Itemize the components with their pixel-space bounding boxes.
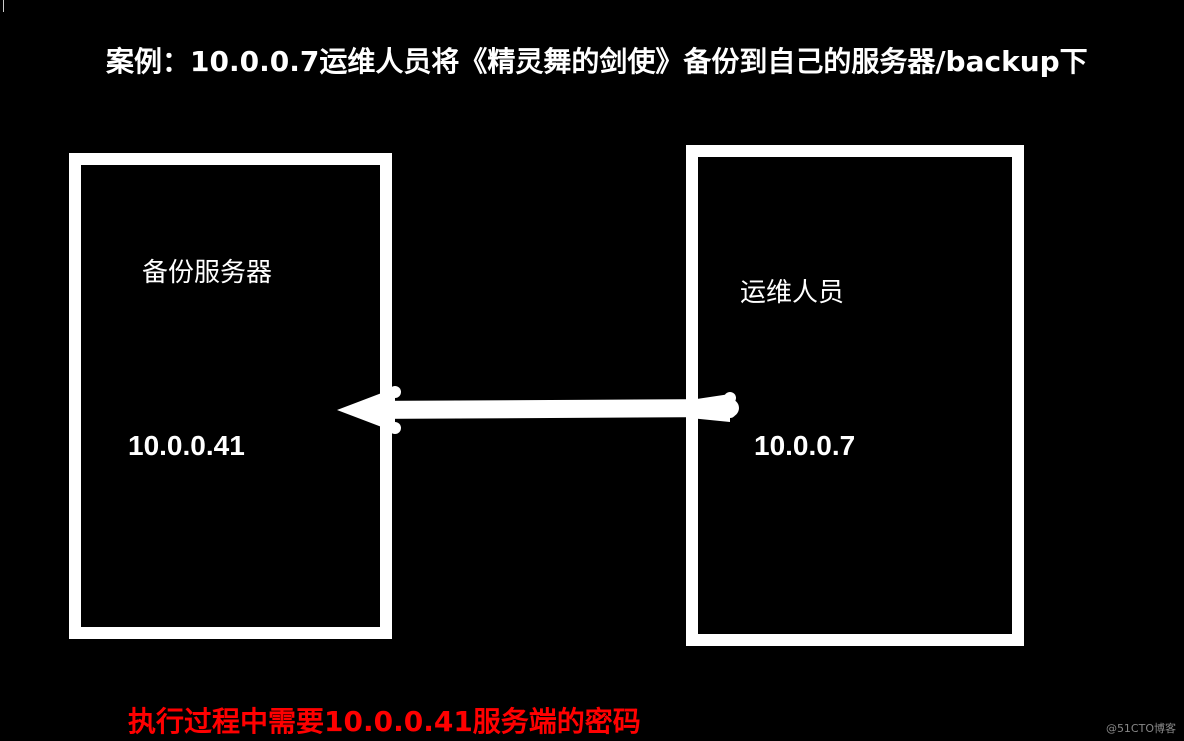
backup-server-ip: 10.0.0.41 [128,430,245,461]
ops-staff-box [686,145,1024,646]
text-cursor [3,0,4,12]
password-note: 执行过程中需要10.0.0.41服务端的密码 [128,705,641,738]
backup-server-label: 备份服务器 [142,258,273,288]
ops-staff-ip: 10.0.0.7 [754,430,856,461]
backup-server-box [69,153,392,639]
ops-staff-label: 运维人员 [740,278,845,308]
diagram-title: 案例：10.0.0.7运维人员将《精灵舞的剑使》备份到自己的服务器/backup… [106,45,1088,78]
watermark: @51CTO博客 [1105,722,1176,735]
arrow-left-icon [337,386,739,434]
